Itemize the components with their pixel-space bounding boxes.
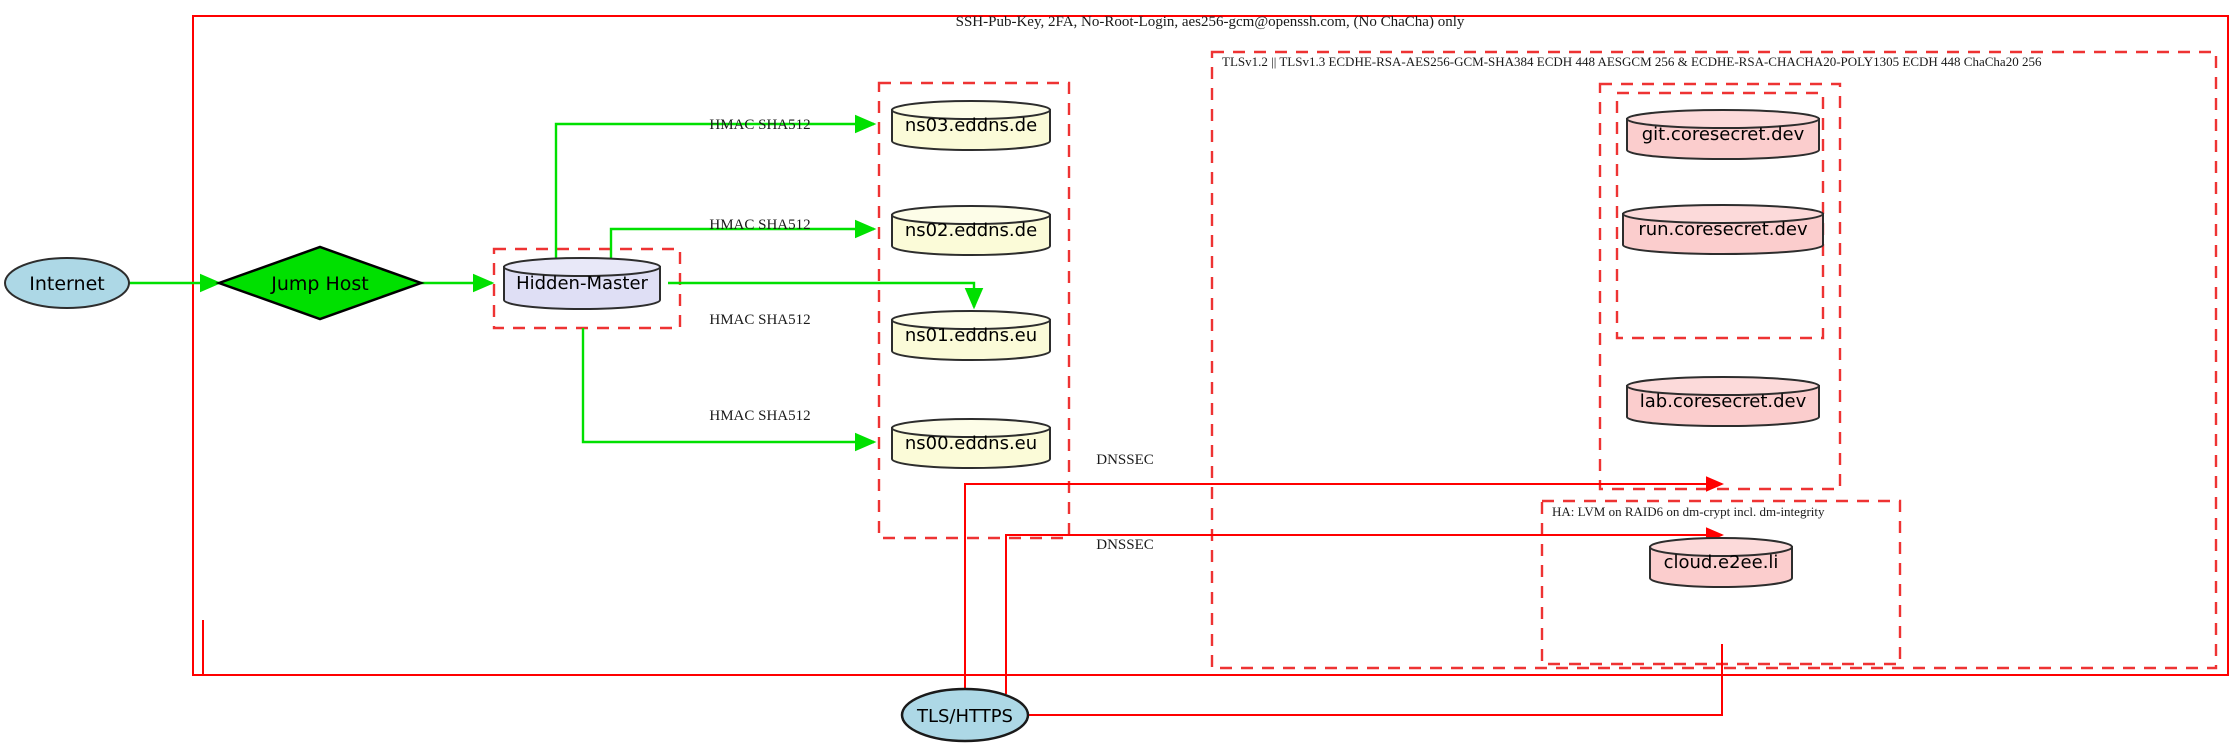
node-ns01[interactable]: ns01.eddns.eu bbox=[891, 310, 1051, 361]
node-hidden-master-label: Hidden-Master bbox=[516, 273, 648, 294]
cluster-ssh-label: SSH-Pub-Key, 2FA, No-Root-Login, aes256-… bbox=[956, 14, 1465, 30]
node-cloud-label: cloud.e2ee.li bbox=[1664, 552, 1779, 573]
edge-hiddenmaster-ns01 bbox=[668, 281, 984, 310]
edge-dnssec-upper bbox=[964, 476, 1724, 655]
node-jump-host-label: Jump Host bbox=[270, 273, 369, 295]
node-internet-label: Internet bbox=[29, 273, 104, 295]
node-ns02-label: ns02.eddns.de bbox=[905, 220, 1037, 241]
node-ns03[interactable]: ns03.eddns.de bbox=[891, 100, 1051, 151]
edge-dnssec-lower bbox=[1005, 527, 1724, 694]
cluster-ssh-outer bbox=[192, 15, 2229, 676]
node-jump-host[interactable]: Jump Host bbox=[215, 245, 425, 321]
edge-label-hmac-ns01: HMAC SHA512 bbox=[709, 312, 810, 328]
node-ns00[interactable]: ns00.eddns.eu bbox=[891, 418, 1051, 469]
cluster-tls bbox=[1210, 50, 2218, 670]
edge-label-hmac-ns02: HMAC SHA512 bbox=[709, 217, 810, 233]
node-internet[interactable]: Internet bbox=[4, 257, 130, 309]
cluster-ha-label: HA: LVM on RAID6 on dm-crypt incl. dm-in… bbox=[1552, 504, 1825, 519]
cluster-coresecret-inner bbox=[1615, 91, 1825, 340]
node-tls-https-label: TLS/HTTPS bbox=[916, 706, 1013, 727]
node-lab-coresecret[interactable]: lab.coresecret.dev bbox=[1626, 376, 1820, 427]
node-ns02[interactable]: ns02.eddns.de bbox=[891, 205, 1051, 256]
node-lab-label: lab.coresecret.dev bbox=[1640, 391, 1807, 412]
edge-label-dnssec-upper: DNSSEC bbox=[1096, 452, 1154, 468]
node-git-label: git.coresecret.dev bbox=[1642, 124, 1805, 145]
node-ns00-label: ns00.eddns.eu bbox=[905, 433, 1037, 454]
edge-hiddenmaster-ns00 bbox=[581, 328, 877, 452]
edge-hiddenmaster-ns02 bbox=[609, 219, 877, 264]
edge-label-dnssec-lower: DNSSEC bbox=[1096, 537, 1154, 553]
cluster-nameservers bbox=[877, 81, 1071, 540]
edge-hiddenmaster-ns03 bbox=[554, 114, 877, 264]
node-tls-https[interactable]: TLS/HTTPS bbox=[900, 687, 1030, 743]
edge-tls-right-run bbox=[1028, 644, 1723, 716]
node-run-coresecret[interactable]: run.coresecret.dev bbox=[1622, 204, 1824, 255]
cluster-tls-label: TLSv1.2 || TLSv1.3 ECDHE-RSA-AES256-GCM-… bbox=[1222, 54, 2042, 69]
node-cloud-e2ee[interactable]: cloud.e2ee.li bbox=[1649, 537, 1793, 588]
node-git-coresecret[interactable]: git.coresecret.dev bbox=[1626, 109, 1820, 160]
node-run-label: run.coresecret.dev bbox=[1638, 219, 1808, 240]
edge-label-hmac-ns03: HMAC SHA512 bbox=[709, 117, 810, 133]
node-hidden-master[interactable]: Hidden-Master bbox=[503, 257, 661, 310]
node-ns01-label: ns01.eddns.eu bbox=[905, 325, 1037, 346]
edge-label-hmac-ns00: HMAC SHA512 bbox=[709, 408, 810, 424]
node-ns03-label: ns03.eddns.de bbox=[905, 115, 1037, 136]
